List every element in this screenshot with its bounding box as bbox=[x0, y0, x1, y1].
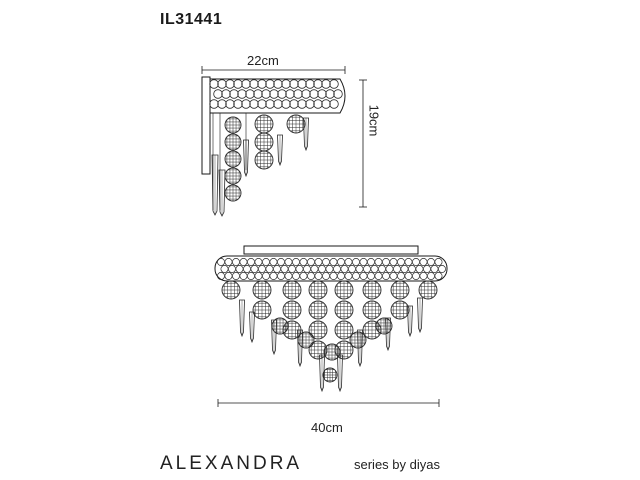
crystal-ball bbox=[418, 280, 438, 300]
crystal-ball bbox=[308, 280, 328, 300]
side-hanging-crystals bbox=[211, 113, 309, 217]
side-view-drawing bbox=[201, 76, 346, 217]
side-crystal-band bbox=[209, 78, 346, 114]
crystal-drop bbox=[417, 297, 423, 334]
crystal-ball bbox=[334, 320, 354, 340]
crystal-ball bbox=[308, 300, 328, 320]
crystal-ball bbox=[282, 280, 302, 300]
crystal-ball bbox=[323, 343, 341, 361]
side-width-dimension-label: 22cm bbox=[247, 53, 279, 68]
front-hanging-crystals bbox=[221, 280, 438, 393]
crystal-ball bbox=[362, 320, 382, 340]
crystal-drop bbox=[249, 311, 255, 344]
crystal-ball bbox=[224, 150, 242, 168]
crystal-ball bbox=[252, 300, 272, 320]
crystal-ball bbox=[221, 280, 241, 300]
crystal-ball bbox=[282, 300, 302, 320]
crystal-ball bbox=[375, 317, 393, 335]
crystal-ball bbox=[224, 167, 242, 185]
front-view-drawing bbox=[214, 245, 448, 393]
crystal-ball bbox=[224, 133, 242, 151]
crystal-ball bbox=[254, 132, 274, 152]
crystal-drop bbox=[277, 134, 283, 167]
brand-series-text: series by diyas bbox=[354, 457, 440, 472]
crystal-ball bbox=[254, 114, 274, 134]
front-crystal-band bbox=[214, 255, 448, 282]
crystal-drop bbox=[297, 329, 303, 368]
brand-name: ALEXANDRA bbox=[160, 453, 303, 474]
crystal-ball bbox=[254, 150, 274, 170]
height-dimension-label: 19cm bbox=[366, 104, 382, 137]
crystal-ball bbox=[322, 367, 338, 383]
dimension-lines bbox=[201, 66, 440, 407]
crystal-drop bbox=[303, 117, 309, 152]
crystal-ball bbox=[286, 114, 306, 134]
crystal-ball bbox=[308, 340, 328, 360]
crystal-drop bbox=[385, 317, 391, 352]
crystal-ball bbox=[224, 184, 242, 202]
crystal-ball bbox=[308, 320, 328, 340]
front-ceiling-plate bbox=[243, 245, 419, 255]
crystal-ball bbox=[362, 300, 382, 320]
crystal-drop bbox=[337, 354, 343, 393]
front-width-dimension-label: 40cm bbox=[311, 420, 343, 435]
crystal-ball bbox=[390, 300, 410, 320]
crystal-drop bbox=[271, 319, 277, 356]
crystal-ball bbox=[390, 280, 410, 300]
crystal-ball bbox=[224, 116, 242, 134]
crystal-ball bbox=[334, 300, 354, 320]
crystal-drop bbox=[407, 305, 413, 338]
crystal-ball bbox=[334, 280, 354, 300]
product-code: IL31441 bbox=[160, 11, 223, 28]
wall-plate bbox=[201, 76, 211, 175]
crystal-ball bbox=[252, 280, 272, 300]
crystal-drop bbox=[239, 299, 245, 338]
crystal-drop bbox=[357, 329, 363, 368]
crystal-ball bbox=[297, 331, 315, 349]
crystal-ball bbox=[362, 280, 382, 300]
crystal-drop bbox=[319, 354, 325, 393]
